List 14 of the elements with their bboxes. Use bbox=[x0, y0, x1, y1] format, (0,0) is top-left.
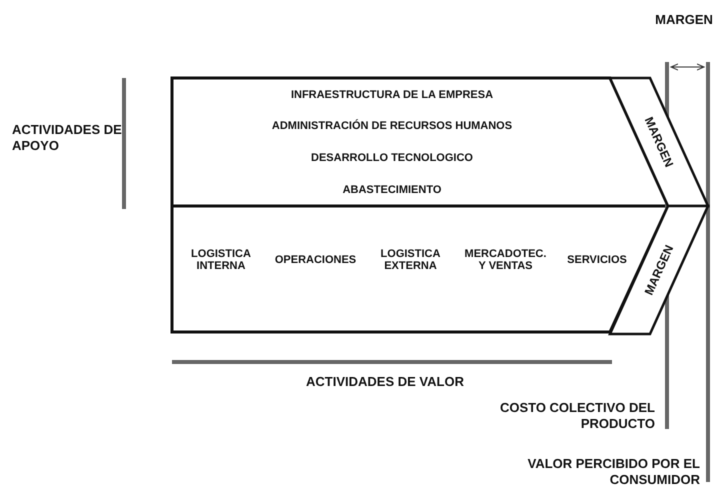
support-activity-row: ABASTECIMIENTO bbox=[174, 175, 610, 205]
caption-text: COSTO COLECTIVO DEL PRODUCTO bbox=[498, 400, 655, 432]
primary-activity-cell: OPERACIONES bbox=[268, 208, 363, 330]
support-activity-row: DESARROLLO TECNOLOGICO bbox=[174, 143, 610, 173]
caption-text: ACTIVIDADES DE VALOR bbox=[305, 374, 465, 390]
caption-text: ACTIVIDADES DE APOYO bbox=[12, 122, 123, 154]
caption-text: VALOR PERCIBIDO POR EL CONSUMIDOR bbox=[526, 456, 700, 488]
primary-activity-cell: SERVICIOS bbox=[553, 208, 641, 330]
primary-activity-cell: MERCADOTEC. Y VENTAS bbox=[458, 208, 553, 330]
dimension-label: MARGEN bbox=[654, 12, 714, 28]
primary-activity-cell: LOGISTICA EXTERNA bbox=[363, 208, 458, 330]
support-activity-row: ADMINISTRACIÓN DE RECURSOS HUMANOS bbox=[174, 111, 610, 141]
primary-activity-cell: LOGISTICA INTERNA bbox=[174, 208, 268, 330]
support-activity-row: INFRAESTRUCTURA DE LA EMPRESA bbox=[174, 80, 610, 110]
